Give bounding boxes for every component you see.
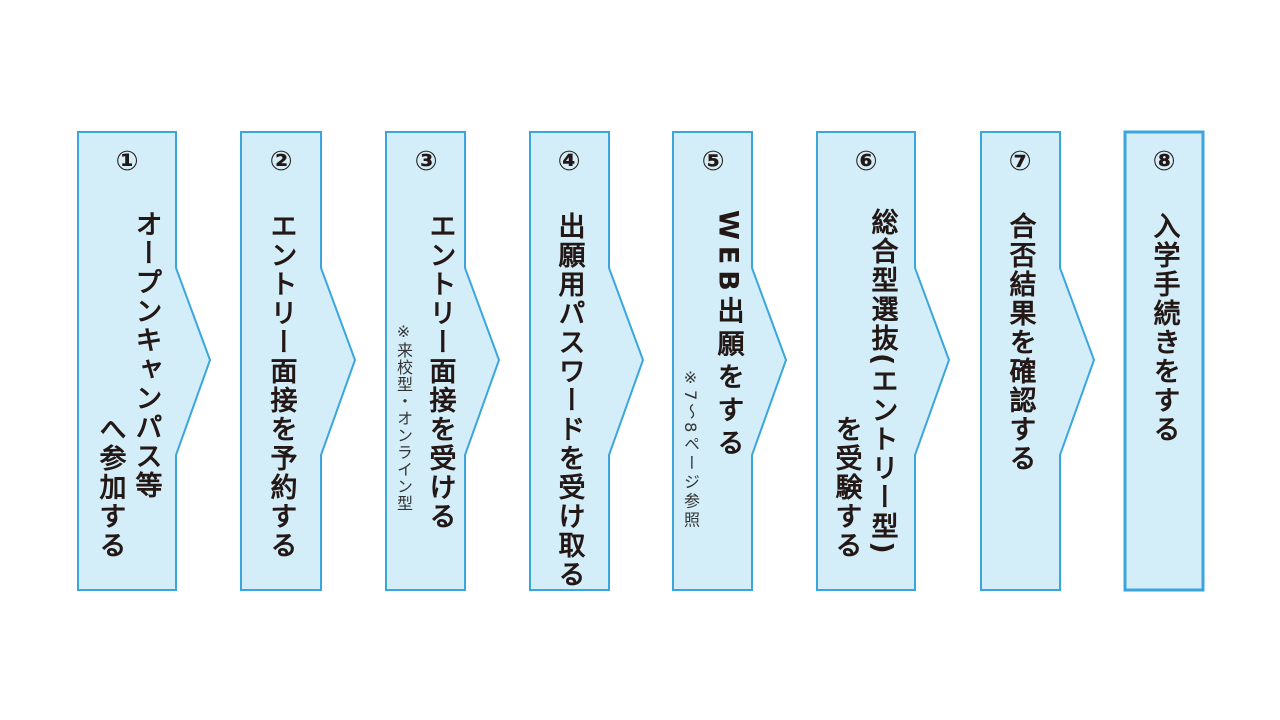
step-7-chevron bbox=[980, 131, 1096, 591]
step-1-chevron bbox=[77, 131, 212, 591]
step-2-chevron bbox=[240, 131, 357, 591]
step-5-chevron bbox=[672, 131, 788, 591]
step-3-chevron bbox=[385, 131, 501, 591]
step-4-chevron bbox=[529, 131, 645, 591]
step-8-box bbox=[1123, 130, 1205, 592]
step-6-chevron bbox=[816, 131, 951, 591]
